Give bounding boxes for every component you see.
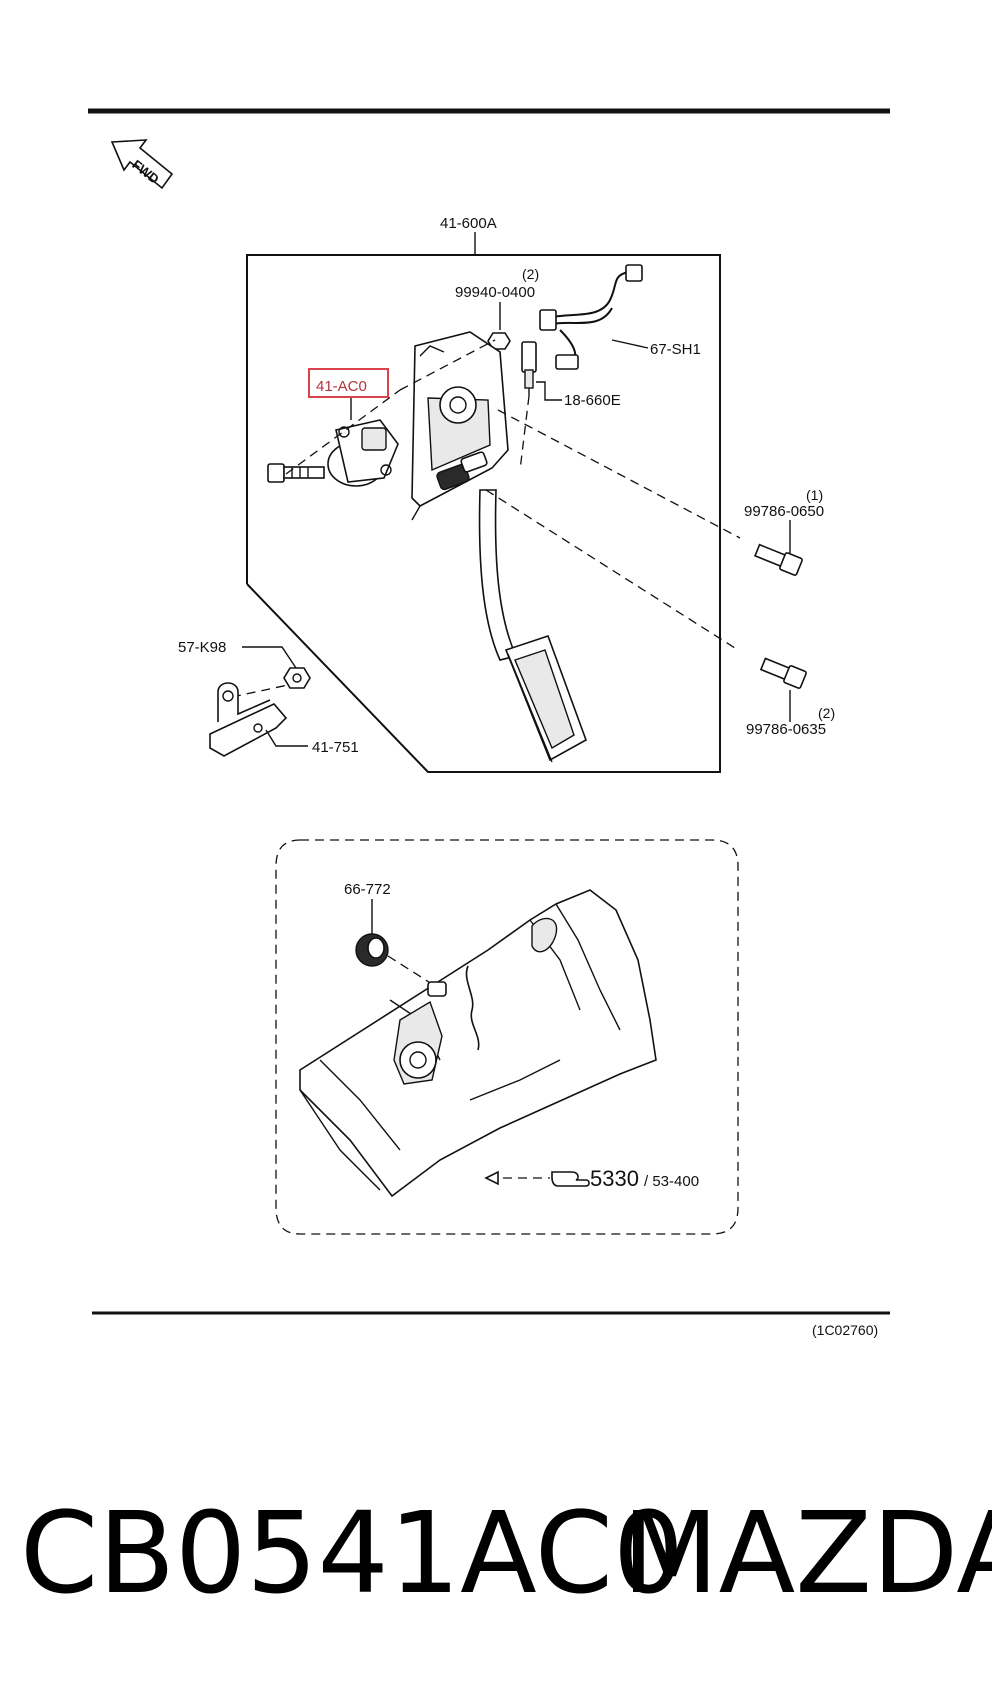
label-bolt-upper-qty: (1): [806, 487, 823, 503]
label-switch: 18-660E: [564, 392, 621, 409]
bracket: [209, 682, 288, 757]
label-bolt-lower-qty: (2): [818, 705, 835, 721]
pedal-spring: [436, 451, 488, 491]
label-bolt-lower: 99786-0635: [746, 721, 826, 738]
drawing-number: (1C02760): [812, 1322, 878, 1338]
label-sensor: 41-AC0: [316, 378, 367, 395]
bracket-nut-icon: [283, 667, 311, 689]
label-bolt-upper: 99786-0650: [744, 503, 824, 520]
footer-brand: MAZDA: [622, 1489, 992, 1619]
assembly-frame: [246, 254, 721, 773]
dash-panel: [299, 889, 657, 1198]
label-dash-ref-main: 5330: [590, 1166, 639, 1191]
label-pedal-assembly: 41-600A: [440, 215, 497, 232]
wiring-harness: [539, 264, 649, 370]
label-harness: 67-SH1: [650, 341, 701, 358]
label-bracket: 41-751: [312, 739, 359, 756]
label-nut-bracket: 57-K98: [178, 639, 226, 656]
highlight-box: [308, 368, 389, 398]
label-nut: 99940-0400: [455, 284, 535, 301]
dash-panel-frame: [275, 839, 739, 1235]
accelerator-pedal: [478, 489, 587, 763]
hand-pointer-icon: [551, 1171, 590, 1187]
bolt-upper-icon: [754, 543, 803, 576]
grommet-icon: [355, 933, 389, 967]
label-grommet: 66-772: [344, 881, 391, 898]
label-dash-ref-sub: / 53-400: [644, 1173, 699, 1190]
nut-icon: [487, 332, 511, 350]
sensor-bolt: [267, 463, 325, 483]
pedal-position-sensor: [327, 419, 399, 487]
fwd-arrow-icon: FWD: [110, 139, 174, 190]
label-nut-qty: (2): [522, 266, 539, 282]
footer-part-number: CB0541AC0: [20, 1489, 684, 1619]
stop-switch: [521, 341, 562, 401]
bolt-lower-icon: [759, 657, 807, 689]
